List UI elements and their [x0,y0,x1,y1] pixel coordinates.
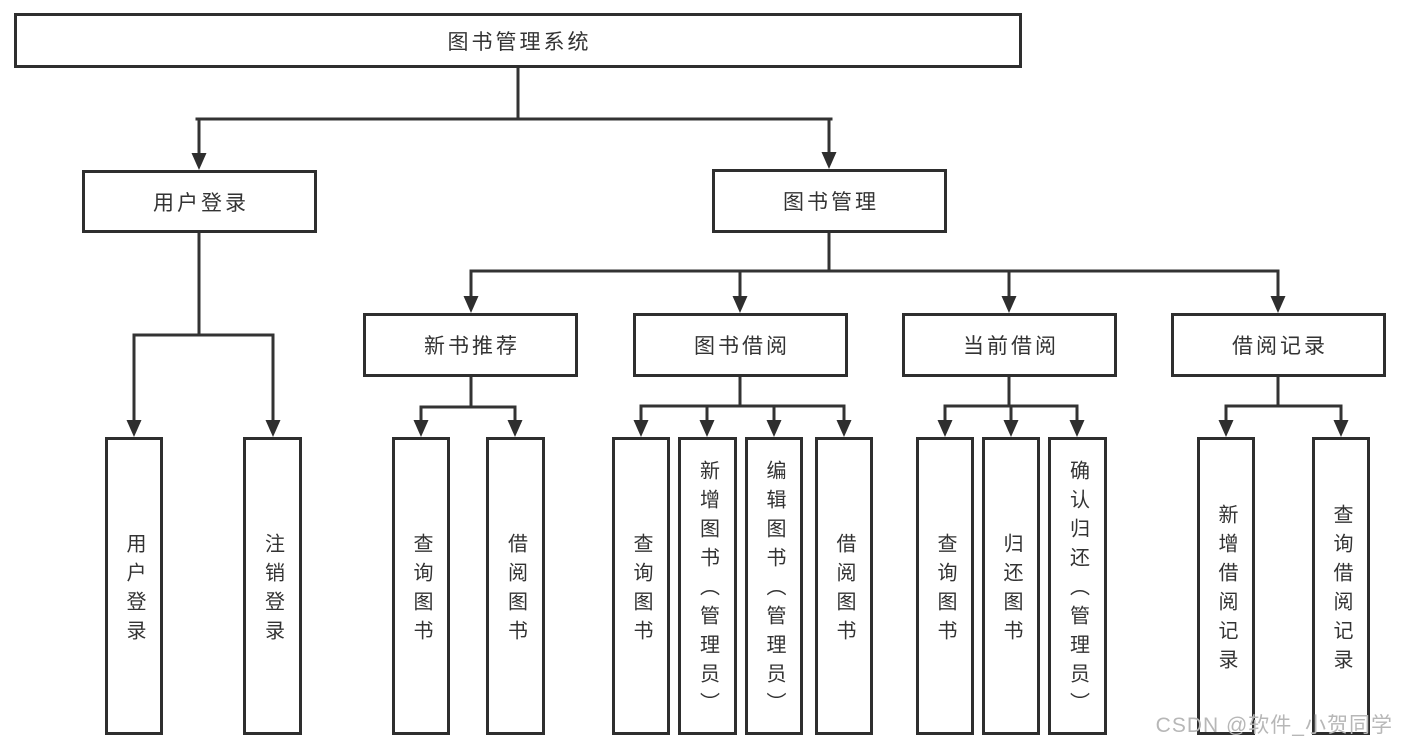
node-new-book-rec-label: 新书推荐 [424,335,520,358]
arrowhead-icon [413,420,429,437]
node-book-borrow: 图书借阅 [633,313,848,377]
arrowhead-icon [699,420,715,437]
leaf-logout: 注销登录 [243,437,302,735]
leaf-bb-query-books: 查询图书 [612,437,670,735]
arrowhead-icon [126,420,142,437]
leaf-nb-query-books-label: 查询图书 [410,532,432,649]
node-book-management: 图书管理 [712,169,947,233]
arrowhead-icon [265,420,281,437]
leaf-bb-add-books-admin-label: 新增图书（管理员） [696,460,719,721]
arrowhead-icon [836,420,852,437]
arrowhead-icon [766,420,782,437]
leaf-cb-confirm-return-admin-label: 确认归还（管理员） [1066,460,1089,721]
arrowhead-icon [463,296,479,313]
leaf-cb-return-books: 归还图书 [982,437,1040,735]
arrowhead-icon [507,420,523,437]
arrowhead-icon [937,420,953,437]
leaf-br-query-record: 查询借阅记录 [1312,437,1370,735]
leaf-bb-borrow-books: 借阅图书 [815,437,873,735]
leaf-cb-return-books-label: 归还图书 [1000,532,1022,649]
leaf-bb-edit-books-admin: 编辑图书（管理员） [745,437,803,735]
connector-user-login [132,231,275,424]
leaf-bb-query-books-label: 查询图书 [630,532,652,649]
connector-root [195,66,833,156]
leaf-nb-query-books: 查询图书 [392,437,450,735]
node-new-book-rec: 新书推荐 [363,313,578,377]
node-borrow-records: 借阅记录 [1171,313,1386,377]
node-borrow-records-label: 借阅记录 [1232,335,1328,358]
leaf-nb-borrow-books: 借阅图书 [486,437,545,735]
leaf-bb-add-books-admin: 新增图书（管理员） [678,437,737,735]
arrowhead-icon [633,420,649,437]
arrowhead-icon [821,152,837,169]
arrowhead-icon [732,296,748,313]
node-book-borrow-label: 图书借阅 [694,335,790,358]
leaf-cb-confirm-return-admin: 确认归还（管理员） [1048,437,1107,735]
arrowhead-icon [1218,420,1234,437]
leaf-br-query-record-label: 查询借阅记录 [1330,503,1352,678]
node-root-label: 图书管理系统 [447,30,592,54]
leaf-bb-edit-books-admin-label: 编辑图书（管理员） [763,460,785,721]
leaf-nb-borrow-books-label: 借阅图书 [504,532,527,649]
node-book-management-label: 图书管理 [783,191,879,214]
node-current-borrow: 当前借阅 [902,313,1117,377]
connector-new-book-rec [419,375,517,425]
arrowhead-icon [1270,296,1286,313]
node-root: 图书管理系统 [14,13,1022,68]
leaf-bb-borrow-books-label: 借阅图书 [833,532,855,649]
arrowhead-icon [1333,420,1349,437]
connector-book-borrow [639,375,846,425]
arrowhead-icon [1069,420,1085,437]
connector-borrow-records [1224,375,1343,425]
node-current-borrow-label: 当前借阅 [963,335,1059,358]
csdn-watermark: CSDN @软件_小贺同学 [1155,714,1393,737]
leaf-br-add-record-label: 新增借阅记录 [1215,503,1237,678]
leaf-user-login: 用户登录 [105,437,163,735]
connector-book-management [469,231,1280,301]
node-user-login: 用户登录 [82,170,317,233]
leaf-cb-query-books-label: 查询图书 [934,532,956,649]
connector-current-borrow [943,375,1079,425]
arrowhead-icon [1001,296,1017,313]
arrowhead-icon [1003,420,1019,437]
arrowhead-icon [191,153,207,170]
leaf-logout-label: 注销登录 [261,532,284,649]
node-user-login-label: 用户登录 [153,191,249,215]
leaf-br-add-record: 新增借阅记录 [1197,437,1255,735]
leaf-user-login-label: 用户登录 [123,532,145,649]
leaf-cb-query-books: 查询图书 [916,437,974,735]
